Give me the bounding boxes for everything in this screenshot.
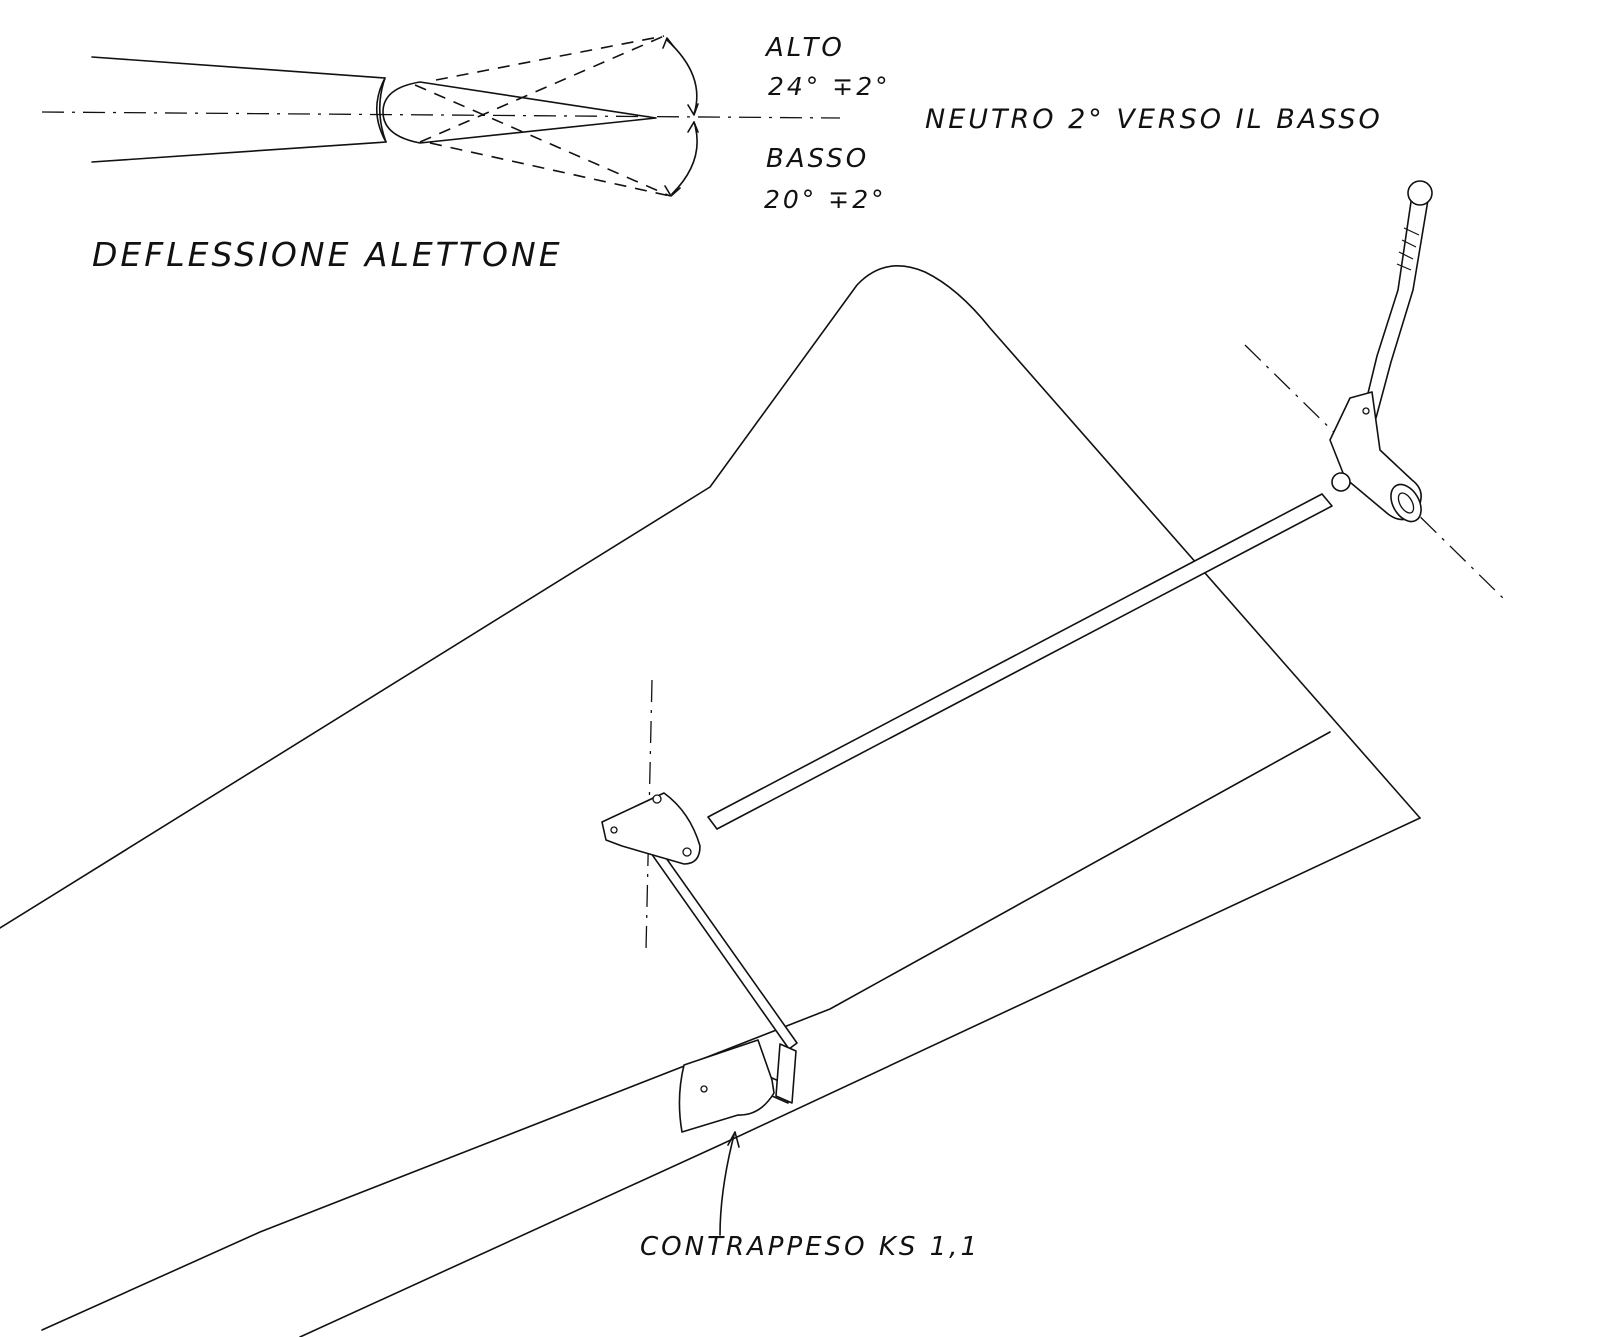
grip-wrap [1396, 227, 1420, 271]
stick-rod-end [1331, 472, 1351, 492]
counterweight-plate [678, 1039, 775, 1133]
bellcrank-hole-left [610, 826, 618, 834]
aileron-trailing-edge [299, 817, 1421, 1337]
aileron-up-position [419, 35, 665, 143]
bellcrank-hole-right [682, 847, 692, 857]
bellcrank [601, 792, 701, 865]
horn-bracket [775, 1043, 797, 1104]
aileron-push-rod [633, 823, 798, 1050]
counterweight-leader [719, 1134, 735, 1236]
counterweight-label: CONTRAPPESO KS 1,1 [640, 1232, 980, 1262]
control-linkage [601, 180, 1506, 1236]
stick-pivot-bolt [1362, 407, 1370, 415]
torque-tube-bore [1397, 492, 1415, 514]
neutral-note: NEUTRO 2° VERSO IL BASSO [925, 104, 1383, 135]
down-deflection-value: 20° ∓2° [764, 185, 887, 214]
up-deflection-value: 24° ∓2° [768, 72, 891, 101]
main-push-rod [707, 493, 1333, 830]
stick-knob [1407, 180, 1433, 206]
wing-outline [0, 265, 1421, 929]
detail-title: DEFLESSIONE ALETTONE [92, 235, 563, 274]
chord-centerline [41, 111, 841, 119]
hinge-cove [378, 77, 387, 143]
control-stick-shaft [1361, 194, 1429, 419]
wing-plan-view [0, 265, 1421, 1337]
down-deflection-label: BASSO [766, 144, 870, 174]
counterweight-hole [700, 1085, 708, 1093]
aileron-neutral-profile [382, 81, 657, 144]
wing-trailing-section [91, 56, 387, 163]
aileron-deflection-detail [41, 35, 841, 197]
bellcrank-pivot [652, 794, 662, 804]
up-deflection-label: ALTO [766, 33, 845, 63]
aileron-hinge-line [41, 731, 1331, 1331]
up-deflection-arc [666, 39, 698, 115]
counterweight-leader-arrowhead [727, 1131, 740, 1148]
deflection-arrowheads [662, 37, 699, 197]
down-deflection-arc [671, 121, 698, 195]
aileron-down-position [414, 84, 671, 197]
